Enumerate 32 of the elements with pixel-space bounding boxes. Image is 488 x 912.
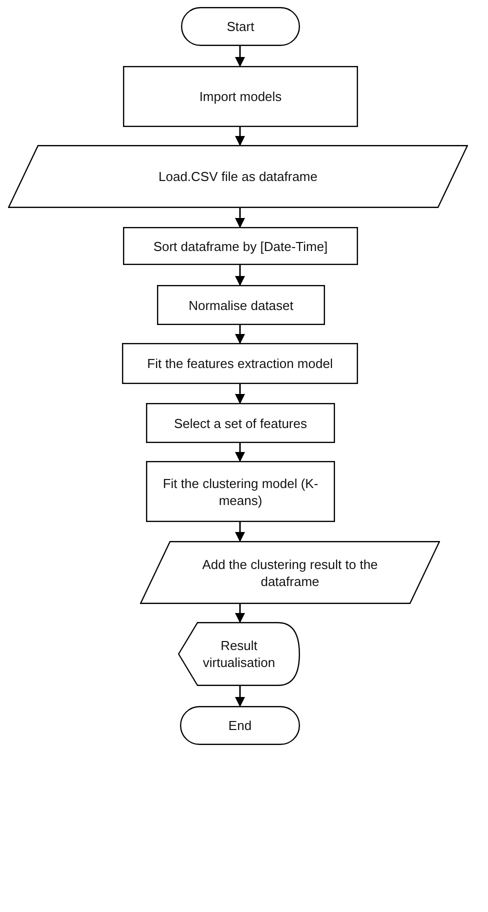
arrow	[235, 443, 245, 462]
arrow	[235, 46, 245, 67]
node-label: Fit the features extraction model	[147, 355, 333, 372]
process-box	[123, 66, 358, 127]
arrow	[235, 384, 245, 404]
process-box	[146, 403, 335, 443]
arrow	[235, 265, 245, 286]
node-label: End	[228, 717, 252, 734]
node-label: Sort dataframe by [Date-Time]	[153, 238, 328, 254]
node-label: Fit the clustering model (K-means)	[162, 474, 320, 508]
process-box	[122, 343, 358, 384]
arrow	[235, 325, 245, 344]
end-terminator	[180, 706, 300, 745]
arrow	[235, 686, 245, 707]
node-label: Normalise dataset	[188, 296, 294, 314]
process-box	[146, 461, 335, 522]
arrow	[235, 208, 245, 228]
input-parallelogram	[8, 145, 468, 208]
arrow	[235, 522, 245, 542]
node-label: Import models	[199, 88, 282, 105]
start-terminator	[181, 7, 300, 46]
node-label: Select a set of features	[174, 414, 307, 432]
node-label: Result virtualisation	[202, 637, 276, 671]
node-label: Start	[226, 18, 254, 35]
node-label: Add the clustering result to the dataframe	[201, 556, 379, 590]
display-shape	[178, 622, 300, 686]
process-box	[157, 285, 325, 325]
node-label: Load.CSV file as dataframe	[158, 168, 318, 185]
process-box	[123, 227, 358, 265]
output-parallelogram	[140, 541, 440, 604]
arrow	[235, 127, 245, 146]
arrow	[235, 604, 245, 623]
